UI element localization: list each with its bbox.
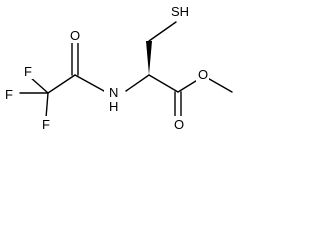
atom-f-left: F (5, 87, 13, 102)
atom-o-ester: O (198, 67, 208, 82)
structure-canvas: F F F O N H SH O O (0, 0, 254, 138)
atom-o-carbonyl-right: O (174, 117, 184, 132)
atom-o-carbonyl-left: O (70, 28, 80, 43)
atom-s-thiol: SH (171, 4, 189, 19)
atom-n-amide: N (109, 85, 118, 100)
label-bg-s-thiol (169, 3, 194, 19)
stereo-wedge-bond (146, 41, 152, 75)
atom-f-top: F (24, 64, 32, 79)
chemical-structure: F F F O N H SH O O (3, 3, 233, 132)
label-bg-n-amide (104, 84, 124, 112)
label-bg-o-carbonyl-left (69, 27, 82, 43)
atom-h-amide: H (109, 99, 118, 114)
bond-ch2-s (148, 21, 177, 42)
bond-carbonyl-n (74, 74, 105, 92)
bond-cf3-f-bottom (45, 92, 49, 119)
label-bg-o-ester (196, 66, 209, 82)
label-bg-f-left (3, 86, 16, 102)
bond-n-alpha (125, 74, 150, 92)
bond-alpha-ester-carbon (148, 74, 179, 93)
label-bg-f-bottom (40, 116, 53, 132)
bond-cf3-f-top (29, 76, 49, 94)
atom-f-bottom: F (42, 117, 50, 132)
label-bg-o-carbonyl-right (172, 116, 185, 132)
label-bg-f-top (22, 63, 35, 79)
bond-cf3-carbonyl (47, 74, 76, 94)
